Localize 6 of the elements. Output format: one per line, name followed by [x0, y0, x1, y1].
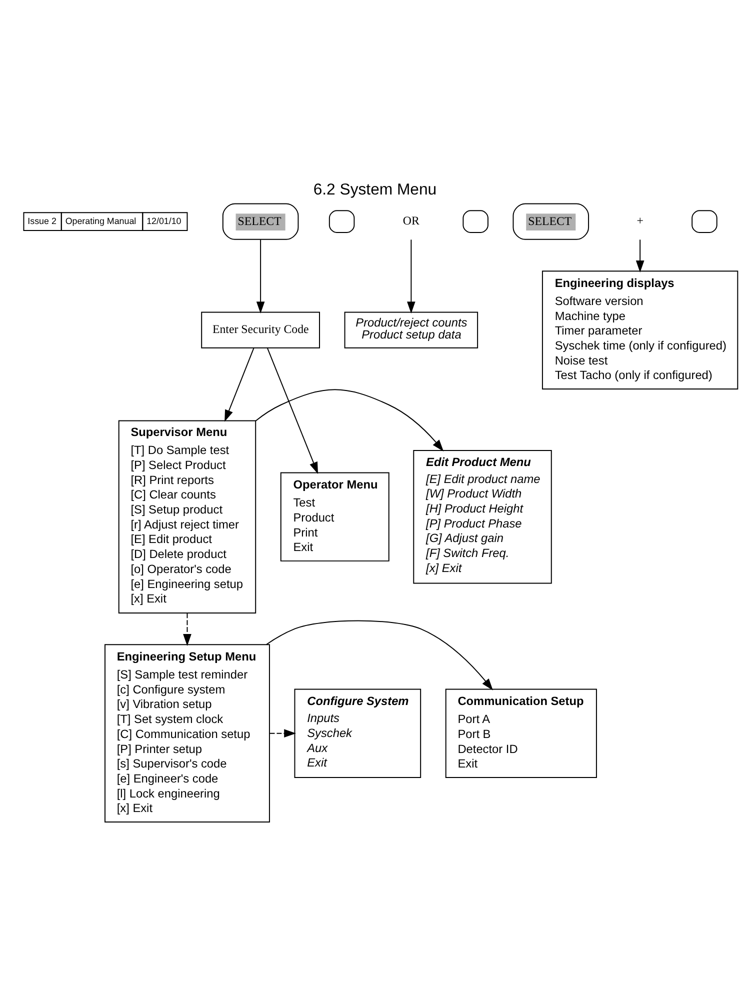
diagram-title: 6.2 System Menu: [313, 182, 437, 199]
node-text: OR: [402, 214, 420, 228]
label: 12/01/10: [146, 216, 182, 226]
label: Issue 2: [28, 216, 56, 226]
label: Operating Manual: [65, 216, 136, 226]
node-text: +: [636, 214, 644, 228]
